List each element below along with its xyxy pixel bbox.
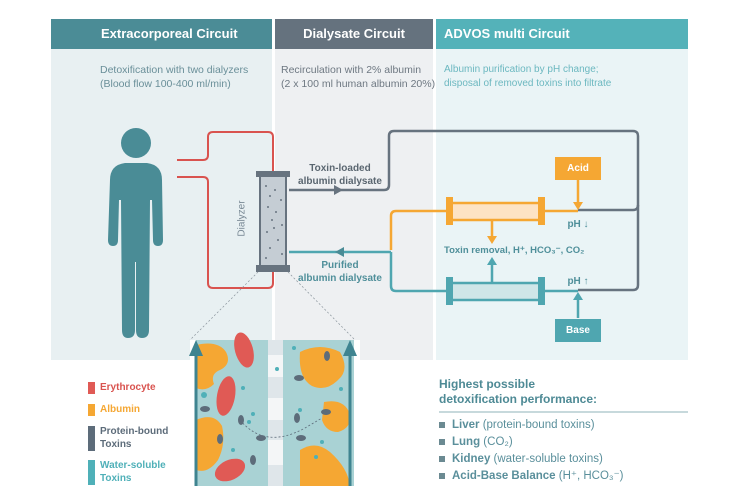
arrow-down-icon (573, 202, 583, 210)
toxin-loaded-label: Toxin-loaded albumin dialysate (295, 162, 385, 188)
item-rest: (protein-bound toxins) (479, 419, 595, 431)
zoom-lines (189, 271, 356, 341)
legend-swatch (88, 382, 95, 394)
performance-item-lung: Lung (CO₂) (439, 435, 513, 449)
purified-label: Purified albumin dialysate (295, 259, 385, 285)
legend-label: Erythrocyte (100, 382, 156, 393)
arrow-left-icon (335, 247, 344, 257)
title-line: detoxification performance: (439, 392, 598, 406)
arrow-up-icon (343, 340, 357, 356)
item-rest: (CO₂) (480, 436, 513, 448)
desc-line: Albumin purification by pH change; (444, 64, 599, 75)
item-bold: Lung (452, 436, 481, 448)
label-line: albumin dialysate (298, 273, 382, 284)
arrow-up-icon (487, 257, 497, 265)
desc-line: disposal of removed toxins into filtrate (444, 78, 612, 89)
performance-item-acid-base: Acid-Base Balance (H⁺, HCO₃⁻) (439, 469, 624, 483)
desc-line: Detoxification with two dialyzers (100, 64, 249, 76)
ph-down-label: pH ↓ (567, 219, 589, 230)
item-rest: (water-soluble toxins) (490, 453, 603, 465)
legend-erythrocyte: Erythrocyte (88, 381, 156, 394)
toxin-removal-label: Toxin removal, H⁺, HCO₃⁻, CO₂ (444, 245, 585, 256)
bullet-icon (439, 422, 445, 428)
base-box (555, 319, 601, 342)
desc-advos: Albumin purification by pH change; dispo… (444, 63, 611, 91)
base-filter-icon (446, 277, 545, 305)
protein-bound-toxin-shape (200, 351, 331, 465)
legend-label: Water-soluble (100, 460, 166, 471)
blood-line (177, 131, 274, 289)
header-extracorporeal: Extracorporeal Circuit (51, 19, 272, 49)
base-label: Base (566, 325, 590, 336)
legend-swatch (88, 404, 95, 416)
performance-item-kidney: Kidney (water-soluble toxins) (439, 452, 603, 466)
albumin-shape (196, 343, 351, 486)
header-advos: ADVOS multi Circuit (436, 19, 688, 49)
acid-box (555, 157, 601, 180)
person-icon (108, 128, 163, 338)
arrow-up-icon (189, 340, 203, 356)
legend-label: Toxins (100, 473, 132, 484)
legend-swatch (88, 426, 95, 451)
transfer-arrow (239, 417, 323, 438)
item-bold: Kidney (452, 453, 491, 465)
magnified-membrane (189, 332, 360, 486)
desc-extracorporeal: Detoxification with two dialyzers (Blood… (100, 63, 248, 91)
bullet-icon (439, 439, 445, 445)
ph-up-label: pH ↑ (567, 276, 589, 287)
title-line: Highest possible (439, 377, 536, 391)
legend-albumin: Albumin (88, 403, 140, 416)
header-dialysate: Dialysate Circuit (275, 19, 433, 49)
item-rest: (H⁺, HCO₃⁻) (555, 470, 624, 482)
arrow-right-icon (334, 185, 343, 195)
desc-line: (Blood flow 100-400 ml/min) (100, 78, 231, 90)
flow-arrow-icon (194, 352, 352, 486)
label-line: albumin dialysate (298, 176, 382, 187)
dialyzer-label: Dialyzer (236, 200, 248, 237)
acid-filter-icon (446, 197, 545, 225)
acid-line (389, 180, 580, 250)
toxin-loaded-line (289, 129, 640, 292)
desc-line: (2 x 100 ml human albumin 20%) (281, 78, 436, 90)
legend-label: Protein-bound (100, 426, 169, 437)
desc-dialysate: Recirculation with 2% albumin (2 x 100 m… (281, 63, 435, 91)
arrow-down-icon (487, 236, 497, 244)
legend-protein-bound: Protein-bound Toxins (88, 425, 169, 451)
item-bold: Acid-Base Balance (452, 470, 556, 482)
performance-title: Highest possible detoxification performa… (439, 377, 597, 407)
label-line: Purified (321, 260, 359, 271)
acid-label: Acid (567, 163, 589, 174)
desc-line: Recirculation with 2% albumin (281, 64, 422, 76)
panel-dialysate (275, 49, 433, 360)
dialyzer-icon (256, 171, 290, 272)
legend-label: Albumin (100, 404, 140, 415)
water-soluble-toxin-shape (201, 346, 343, 459)
legend-swatch (88, 460, 95, 485)
item-bold: Liver (452, 419, 480, 431)
legend-label: Toxins (100, 439, 132, 450)
legend-water-soluble: Water-soluble Toxins (88, 459, 166, 485)
bullet-icon (439, 456, 445, 462)
label-line: Toxin-loaded (309, 163, 371, 174)
performance-item-liver: Liver (protein-bound toxins) (439, 418, 595, 432)
erythrocyte-shape (214, 332, 254, 482)
arrow-up-icon (573, 292, 583, 300)
bullet-icon (439, 473, 445, 479)
